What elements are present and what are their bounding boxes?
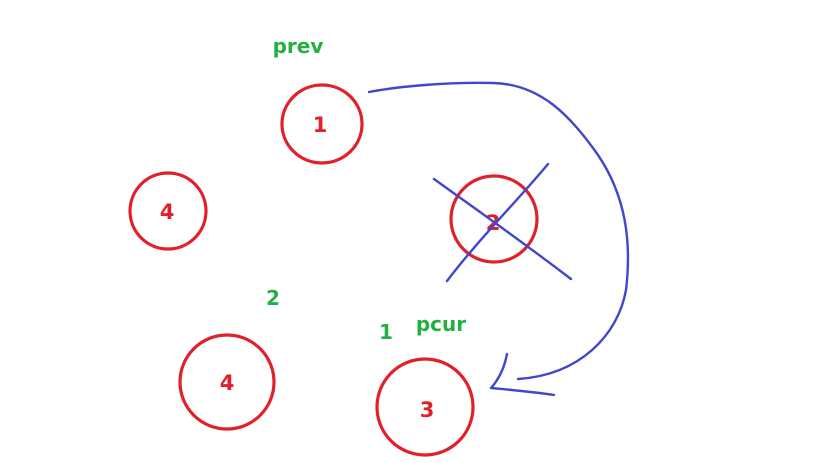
cross-stroke-a	[432, 177, 573, 281]
cross-out-mark	[432, 162, 573, 283]
node-3: 3	[375, 357, 475, 457]
step-1-label: 1	[379, 320, 393, 344]
node-1-label: 1	[313, 113, 328, 137]
pcur-label: pcur	[416, 312, 466, 336]
redirect-arrow-head	[489, 352, 556, 397]
node-2-circle	[449, 174, 539, 264]
redirect-arrow-curve	[367, 81, 630, 381]
node-3-label: 3	[420, 398, 435, 422]
node-4-upper-label: 4	[160, 200, 175, 224]
node-1: 1	[280, 83, 364, 165]
node-4-lower-label: 4	[220, 371, 235, 395]
cross-stroke-b	[445, 162, 550, 283]
node-4-upper-circle	[128, 171, 208, 251]
node-4-lower: 4	[178, 333, 276, 431]
redirect-arrow	[367, 81, 630, 397]
prev-label: prev	[273, 34, 324, 58]
node-2: 2	[449, 174, 539, 264]
node-4-lower-circle	[178, 333, 276, 431]
node-1-circle	[280, 83, 364, 165]
step-2-label: 2	[266, 286, 280, 310]
node-3-circle	[375, 357, 475, 457]
node-4-upper: 4	[128, 171, 208, 251]
